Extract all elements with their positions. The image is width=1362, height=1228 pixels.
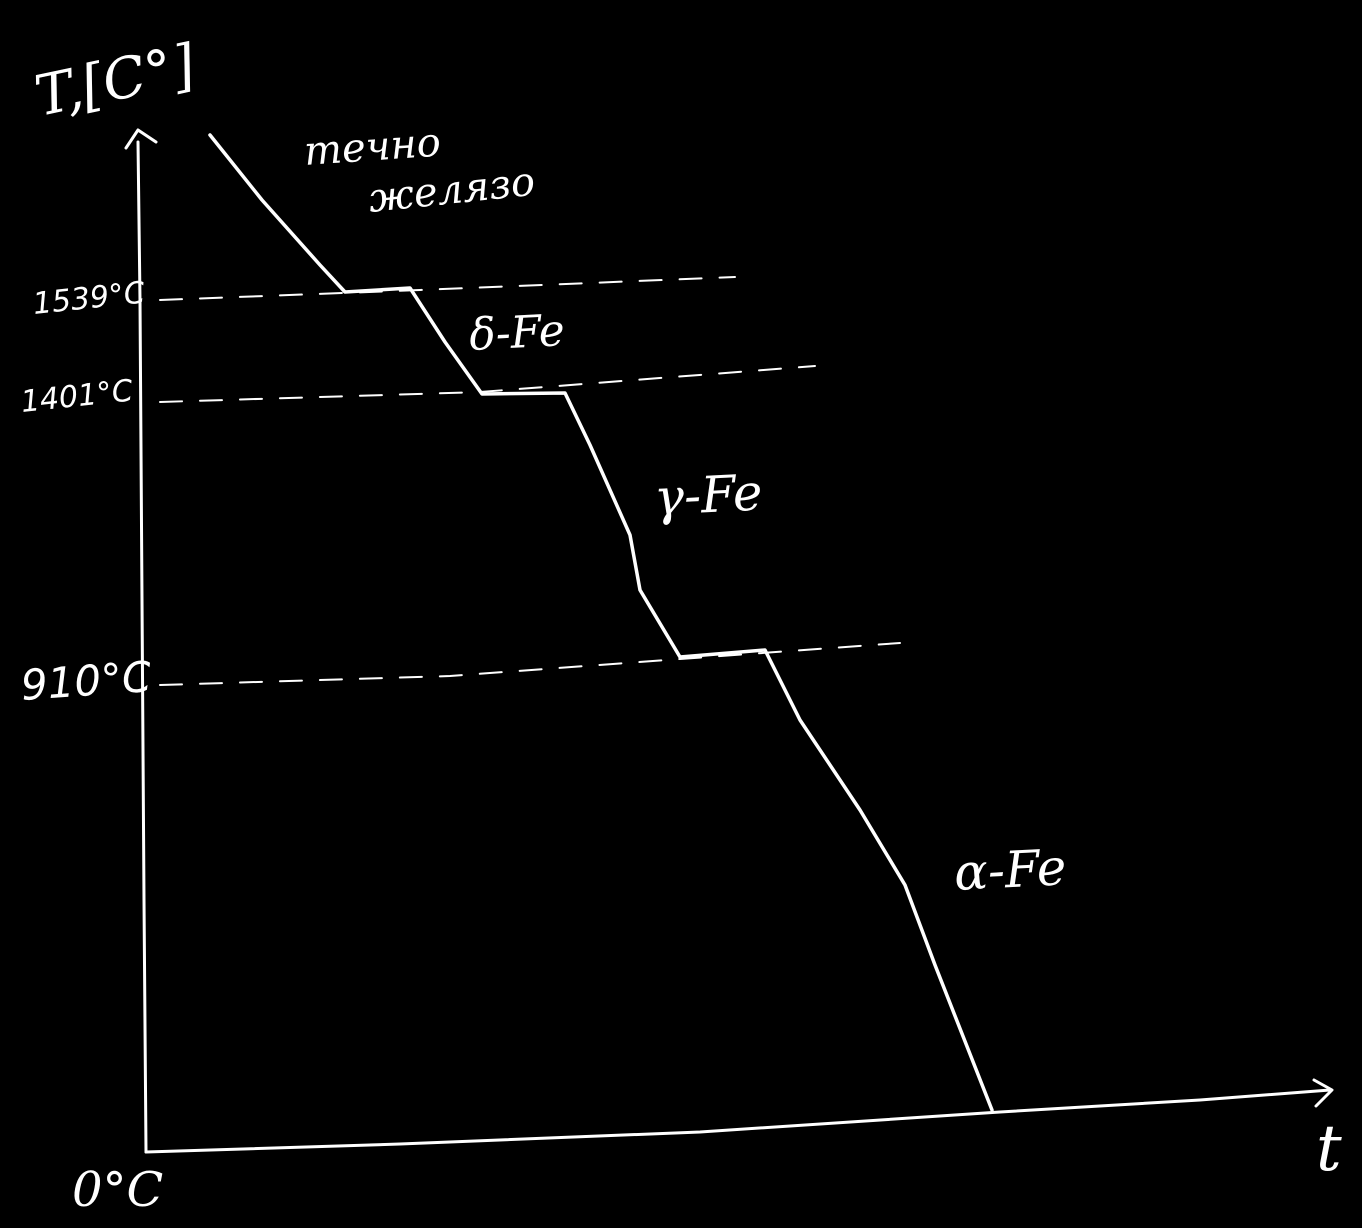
- y-axis-arrowhead: [124, 128, 158, 150]
- level-line-1539: [159, 276, 736, 301]
- phase-label-alpha-fe: α-Fe: [953, 838, 1068, 902]
- x-axis-line: [144, 1088, 1332, 1154]
- phase-label-delta-fe: δ-Fe: [468, 305, 566, 361]
- origin-label: 0°C: [72, 1162, 163, 1218]
- tick-label-1539: 1539°C: [31, 275, 146, 322]
- phase-label-liquid-iron: течно желязо: [302, 120, 537, 222]
- axes: [124, 128, 1334, 1154]
- level-line-1401: [159, 365, 816, 403]
- phase-label-liquid-line1: течно: [302, 120, 442, 175]
- cooling-curve: [208, 133, 994, 1112]
- tick-label-910: 910°C: [19, 652, 153, 710]
- phase-label-gamma-fe: γ-Fe: [653, 463, 764, 527]
- tick-label-1401: 1401°C: [19, 373, 134, 420]
- y-axis-line: [136, 140, 148, 1154]
- x-axis-label: t: [1316, 1112, 1342, 1186]
- x-axis-arrowhead: [1312, 1078, 1334, 1108]
- y-axis-label: T,[C°]: [29, 33, 201, 130]
- level-line-910: [159, 642, 901, 686]
